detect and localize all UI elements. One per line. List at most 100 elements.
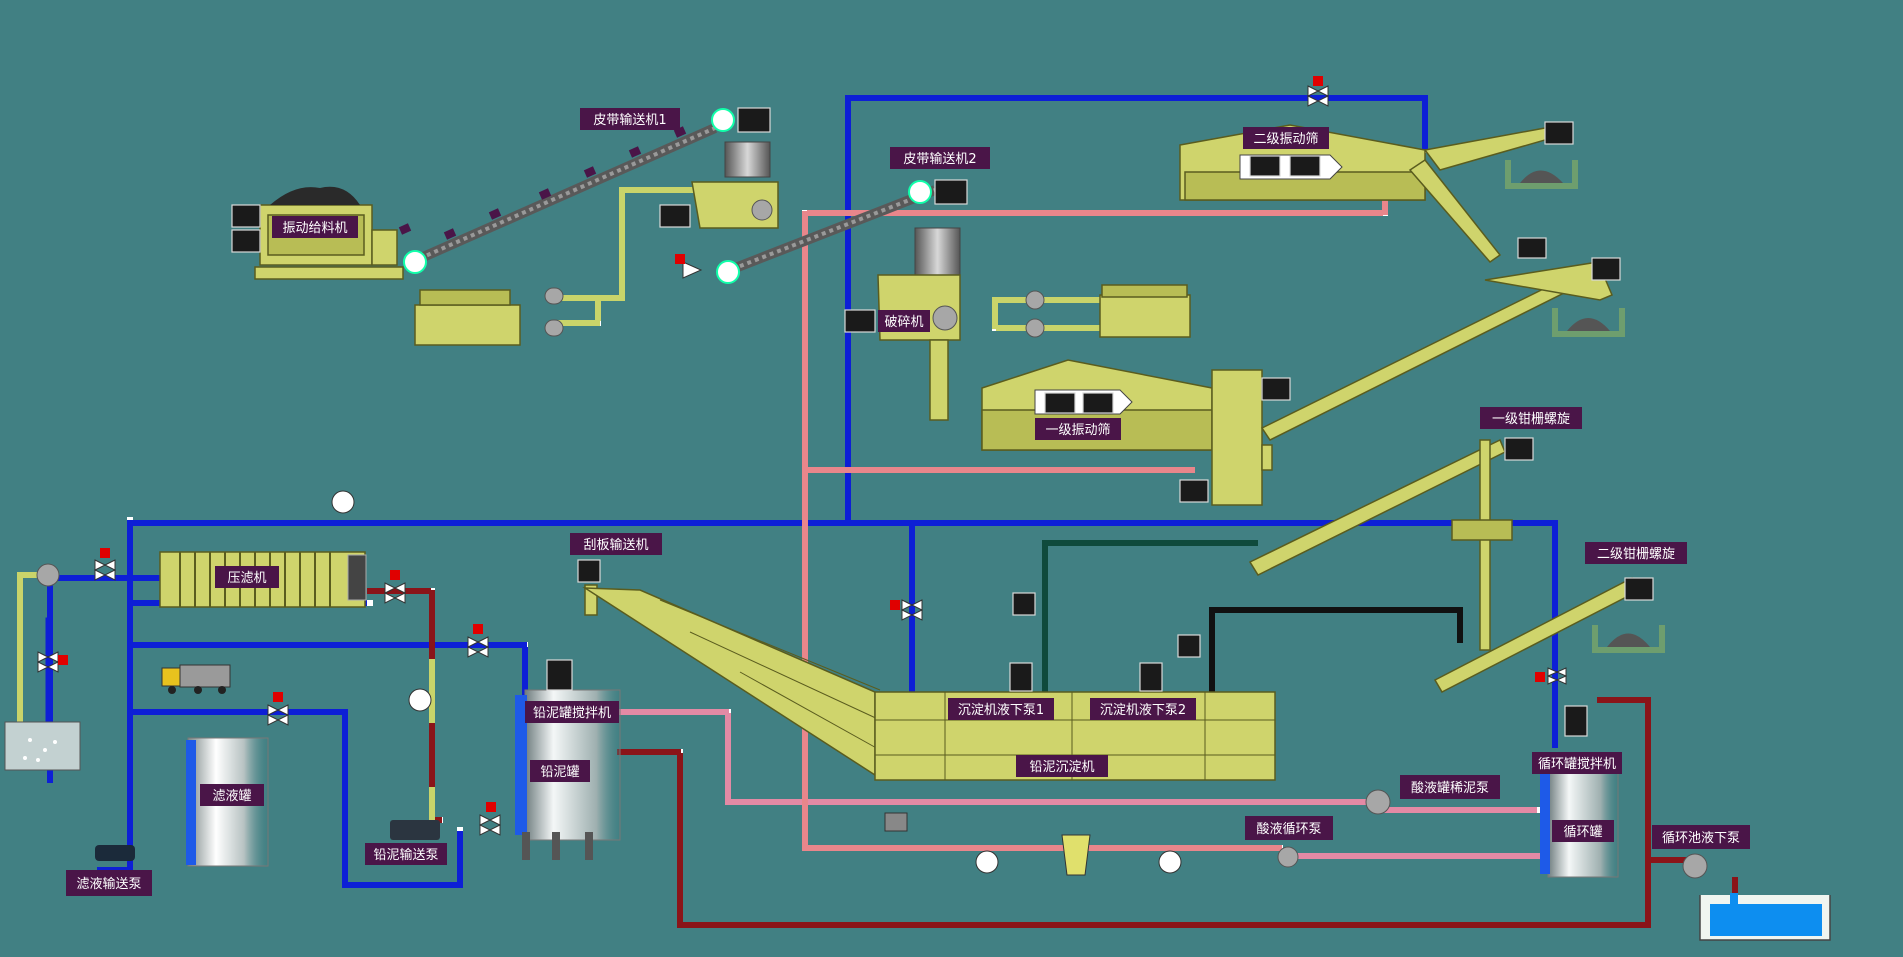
valve-icon[interactable] <box>1546 667 1568 685</box>
label-lead-settler[interactable]: 铅泥沉淀机 <box>1016 755 1108 777</box>
output-bin-1 <box>1505 160 1578 189</box>
svg-text:循环罐: 循环罐 <box>1563 825 1602 840</box>
label-mud-pump[interactable]: 铅泥输送泵 <box>365 843 447 865</box>
pulley-icon <box>711 108 735 132</box>
valves[interactable] <box>36 76 1568 876</box>
motor-icon[interactable] <box>737 107 771 133</box>
motor-icon[interactable] <box>1517 237 1547 259</box>
svg-text:皮带输送机2: 皮带输送机2 <box>903 151 976 167</box>
label-circ-pool-pump[interactable]: 循环池液下泵 <box>1652 825 1750 849</box>
label-belt-conveyor-1[interactable]: 皮带输送机1 <box>580 108 680 130</box>
valve-icon[interactable] <box>478 814 502 836</box>
pulley-icon <box>908 180 932 204</box>
label-acid-circ-pump[interactable]: 酸液循环泵 <box>1245 816 1333 840</box>
upper-crusher[interactable] <box>659 141 779 229</box>
motor-icon[interactable] <box>1624 577 1654 601</box>
pipe-pink <box>617 709 1543 859</box>
motor-icon[interactable] <box>1012 592 1036 616</box>
pump-icon[interactable] <box>1025 290 1045 310</box>
label-screw-2[interactable]: 二级钳栅螺旋 <box>1585 542 1687 564</box>
svg-text:刮板输送机: 刮板输送机 <box>583 537 648 553</box>
valve-icon[interactable] <box>1306 85 1330 107</box>
motor-icon[interactable] <box>231 229 261 253</box>
label-circ-mixer[interactable]: 循环罐搅拌机 <box>1532 752 1622 774</box>
pulley-icon <box>716 260 740 284</box>
svg-text:铅泥罐: 铅泥罐 <box>540 765 579 780</box>
motor-icon[interactable] <box>1009 662 1033 692</box>
svg-text:皮带输送机1: 皮带输送机1 <box>593 112 666 128</box>
svg-text:振动给料机: 振动给料机 <box>282 221 347 236</box>
valve-icon[interactable] <box>383 582 407 604</box>
belt-conveyor-1[interactable] <box>398 107 771 274</box>
valve-icon[interactable] <box>466 636 490 658</box>
vibrating-screen-2[interactable] <box>1179 121 1574 264</box>
motor-icon[interactable] <box>546 659 573 691</box>
svg-text:滤液输送泵: 滤液输送泵 <box>76 876 141 892</box>
label-filtrate-tank[interactable]: 滤液罐 <box>200 784 264 806</box>
svg-text:酸液罐稀泥泵: 酸液罐稀泥泵 <box>1411 781 1489 796</box>
filtrate-pit <box>4 721 81 771</box>
valve-icon[interactable] <box>682 261 703 279</box>
incline-conveyor <box>1260 257 1621 441</box>
label-settler-pump-2[interactable]: 沉淀机液下泵2 <box>1090 698 1196 720</box>
hydraulic-unit-left[interactable] <box>414 287 564 346</box>
motor-icon[interactable] <box>231 204 261 228</box>
label-settler-pump-1[interactable]: 沉淀机液下泵1 <box>948 698 1054 720</box>
label-scraper-conveyor[interactable]: 刮板输送机 <box>570 533 662 555</box>
motor-icon[interactable] <box>1177 634 1201 658</box>
label-filtrate-pump[interactable]: 滤液输送泵 <box>66 870 152 896</box>
motor-icon[interactable] <box>659 204 691 228</box>
label-filter-press[interactable]: 压滤机 <box>215 566 279 588</box>
motor-icon[interactable] <box>934 179 968 205</box>
pump-icon[interactable] <box>1365 789 1391 815</box>
label-mud-mixer[interactable]: 铅泥罐搅拌机 <box>525 701 619 723</box>
truck-icon <box>161 664 231 694</box>
motor-icon[interactable] <box>844 309 876 333</box>
screw-1[interactable] <box>1248 437 1534 651</box>
motor-icon[interactable] <box>1139 662 1163 692</box>
label-belt-conveyor-2[interactable]: 皮带输送机2 <box>890 147 990 169</box>
label-circ-tank[interactable]: 循环罐 <box>1552 820 1614 842</box>
valve-icon[interactable] <box>93 559 117 581</box>
belt-conveyor-2[interactable] <box>716 179 968 284</box>
pump-icon[interactable] <box>1025 318 1045 338</box>
motor-icon[interactable] <box>1179 479 1209 503</box>
hydraulic-unit-right[interactable] <box>1025 284 1191 338</box>
label-mud-tank[interactable]: 铅泥罐 <box>530 760 590 782</box>
motor-icon[interactable] <box>1261 377 1291 401</box>
label-screw-1[interactable]: 一级钳栅螺旋 <box>1480 407 1582 429</box>
pump-icon[interactable] <box>544 319 564 337</box>
label-vibrating-feeder[interactable]: 振动给料机 <box>272 216 358 238</box>
motor-icon[interactable] <box>1591 257 1621 281</box>
output-bin-3 <box>1592 625 1665 653</box>
pressure-gauge-icon <box>1158 850 1182 874</box>
svg-text:酸液循环泵: 酸液循环泵 <box>1256 822 1321 837</box>
motor-icon[interactable] <box>1504 437 1534 461</box>
svg-text:沉淀机液下泵1: 沉淀机液下泵1 <box>958 703 1044 718</box>
motor-icon[interactable] <box>577 559 601 583</box>
valve-icon[interactable] <box>266 704 290 726</box>
screw-2[interactable] <box>1433 576 1654 693</box>
svg-text:铅泥罐搅拌机: 铅泥罐搅拌机 <box>533 705 611 721</box>
output-bin-2 <box>1552 308 1625 337</box>
label-crusher[interactable]: 破碎机 <box>878 310 930 332</box>
label-screen-1[interactable]: 一级振动筛 <box>1035 418 1121 440</box>
pump-icon[interactable] <box>544 287 564 305</box>
pump-icon[interactable] <box>1682 853 1708 879</box>
label-screen-2[interactable]: 二级振动筛 <box>1243 127 1329 149</box>
valve-icon[interactable] <box>900 599 924 621</box>
pump-icon[interactable] <box>1277 846 1299 868</box>
motor-icon[interactable] <box>1544 121 1574 145</box>
circulation-pool[interactable] <box>1682 853 1831 941</box>
svg-text:铅泥沉淀机: 铅泥沉淀机 <box>1029 760 1094 775</box>
motor-icon[interactable] <box>1564 705 1588 737</box>
pipe-green <box>429 187 1103 823</box>
pump-icon[interactable] <box>95 845 135 861</box>
pressure-gauge-icon <box>408 688 432 712</box>
lead-mud-pump[interactable] <box>390 820 440 840</box>
label-acid-thin-pump[interactable]: 酸液罐稀泥泵 <box>1400 775 1500 799</box>
pump-icon[interactable] <box>36 563 60 587</box>
lead-settler[interactable] <box>874 592 1276 781</box>
labels: 皮带输送机1 皮带输送机2 振动给料机 破碎机 一级振动筛 二级振动筛 一级钳栅… <box>66 108 1750 896</box>
